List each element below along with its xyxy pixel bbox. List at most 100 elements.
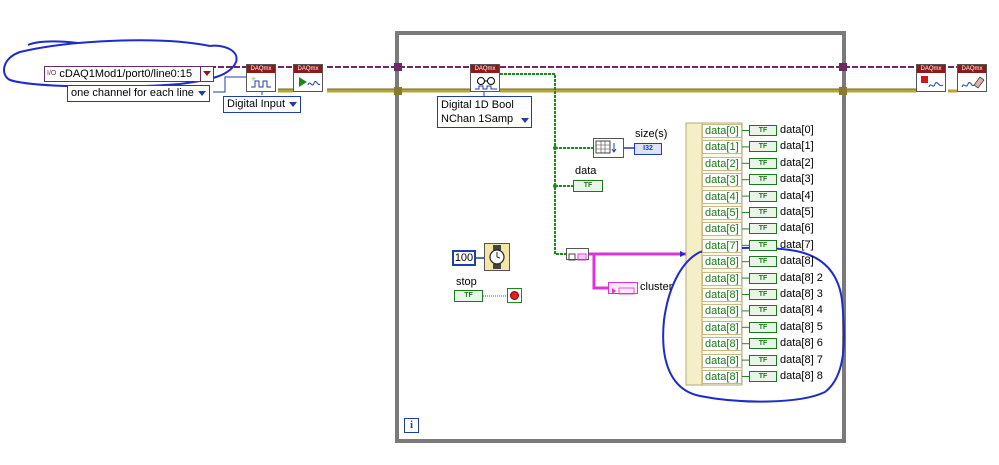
unbundle-element[interactable]: data[3] [702,173,742,188]
line-grouping-ring[interactable]: one channel for each line [67,85,210,102]
unbundle-element[interactable]: data[5] [702,206,742,220]
annotation-circle-outputs [662,246,846,403]
error-tunnel-right[interactable] [839,87,847,95]
unbundle-node[interactable] [685,122,703,386]
io-prefix: I/O [47,70,57,77]
stop-label: stop [456,276,477,288]
tf-text: TF [758,192,768,200]
indicator-label: data[3] [780,173,814,186]
channel-type-value: Digital Input [227,98,286,110]
boolean-indicator[interactable]: TF [749,321,777,333]
boolean-indicator[interactable]: TF [749,239,777,251]
cluster-label: cluster [640,281,673,293]
array-to-cluster-function[interactable] [566,248,589,261]
tf-text: TF [758,340,768,348]
indicator-label: data[1] [780,140,814,153]
boolean-indicator[interactable]: TF [749,289,777,300]
error-tunnel-left[interactable] [394,87,402,95]
unbundle-element[interactable]: data[8] [702,353,742,368]
vi-header: DAQmx [247,65,275,73]
tf-text: TF [758,159,768,167]
channel-type-ring[interactable]: Digital Input [223,96,302,113]
read-mode-selector[interactable]: Digital 1D Bool NChan 1Samp [437,96,532,128]
unbundle-element[interactable]: data[8] [702,288,742,302]
vi-header: DAQmx [917,65,945,73]
size-label: size(s) [635,128,668,140]
daqmx-create-channel-vi[interactable]: DAQmx ✳ [246,64,276,92]
boolean-indicator[interactable]: TF [749,371,777,382]
channel-value: cDAQ1Mod1/port0/line0:15 [59,68,193,80]
unbundle-element[interactable]: data[4] [702,189,742,204]
unbundle-element[interactable]: data[1] [702,140,742,155]
indicator-label: data[8] 2 [780,271,823,284]
wait-constant[interactable]: 100 [452,250,476,266]
tf-text: TF [583,182,593,189]
cluster-wire[interactable] [589,252,686,290]
while-loop-border[interactable] [395,31,846,443]
indicator-label: data[8] 8 [780,370,823,382]
start-task-icon [296,75,321,89]
boolean-indicator[interactable]: TF [749,174,777,186]
cluster-indicator[interactable] [608,282,638,295]
boolean-indicator[interactable]: TF [749,223,777,235]
boolean-indicator[interactable]: TF [749,354,777,366]
unbundle-element[interactable]: data[8] [702,320,742,335]
indicator-label: data[4] [780,189,814,202]
daqmx-start-task-vi[interactable]: DAQmx [293,64,323,92]
wait-ms-function[interactable] [484,243,510,271]
eraser-icon [960,75,985,89]
daqmx-read-vi[interactable]: DAQmx [470,64,500,92]
task-tunnel-right[interactable] [839,63,847,71]
tf-text: TF [758,258,768,266]
unbundle-element[interactable]: data[6] [702,222,742,237]
chevron-down-icon[interactable] [521,118,529,123]
boolean-indicator[interactable]: TF [749,125,777,136]
indicator-label: data[8] 6 [780,337,823,350]
daqmx-clear-task-vi[interactable]: DAQmx [957,64,987,92]
unbundle-element[interactable]: data[0] [702,124,742,138]
stop-sign-icon [510,291,519,300]
cluster-icon [612,287,635,295]
boolean-indicator[interactable]: TF [749,157,777,169]
boolean-indicator[interactable]: TF [749,272,777,284]
create-channel-icon: ✳ [249,75,273,89]
tf-text: TF [758,127,768,134]
boolean-indicator[interactable]: TF [749,338,777,350]
task-tunnel-left[interactable] [394,63,402,71]
boolean-indicator[interactable]: TF [749,141,777,153]
stop-button-control[interactable]: TF [454,290,483,302]
data-array-indicator[interactable]: TF [573,180,603,192]
unbundle-element[interactable]: data[7] [702,238,742,253]
unbundle-element[interactable]: data[8] [702,337,742,352]
array-size-function[interactable] [593,138,624,158]
boolean-indicator[interactable]: TF [749,190,777,202]
unbundle-element[interactable]: data[2] [702,156,742,171]
size-indicator[interactable]: I32 [634,143,662,155]
boolean-indicator[interactable]: TF [749,256,777,268]
data-label: data [575,165,597,177]
iteration-terminal: i [404,418,419,433]
loop-condition-terminal[interactable] [507,288,522,303]
indicator-label: data[8] 7 [780,353,823,366]
unbundle-element[interactable]: data[8] [702,255,742,270]
chevron-down-icon[interactable] [289,101,298,107]
line-grouping-value: one channel for each line [71,87,194,99]
indicator-label: data[0] [780,124,814,136]
boolean-indicator[interactable]: TF [749,207,777,218]
unbundle-element[interactable]: data[8] [702,370,742,384]
wait-value: 100 [454,252,474,264]
vi-header: DAQmx [294,65,322,73]
indicator-label: data[6] [780,222,814,235]
daqmx-stop-task-vi[interactable]: DAQmx [916,64,946,92]
boolean-indicator[interactable]: TF [749,305,777,317]
channel-constant[interactable]: I/O cDAQ1Mod1/port0/line0:15 [44,66,214,82]
bool-array-wire[interactable] [500,73,593,255]
unbundle-element[interactable]: data[8] [702,304,742,319]
indicator-label: data[5] [780,206,814,218]
vi-header: DAQmx [958,65,986,73]
chevron-down-icon[interactable] [200,67,213,81]
tf-text: TF [758,176,768,184]
unbundle-element[interactable]: data[8] [702,271,742,286]
tf-text: TF [758,307,768,315]
chevron-down-icon[interactable] [197,90,206,96]
